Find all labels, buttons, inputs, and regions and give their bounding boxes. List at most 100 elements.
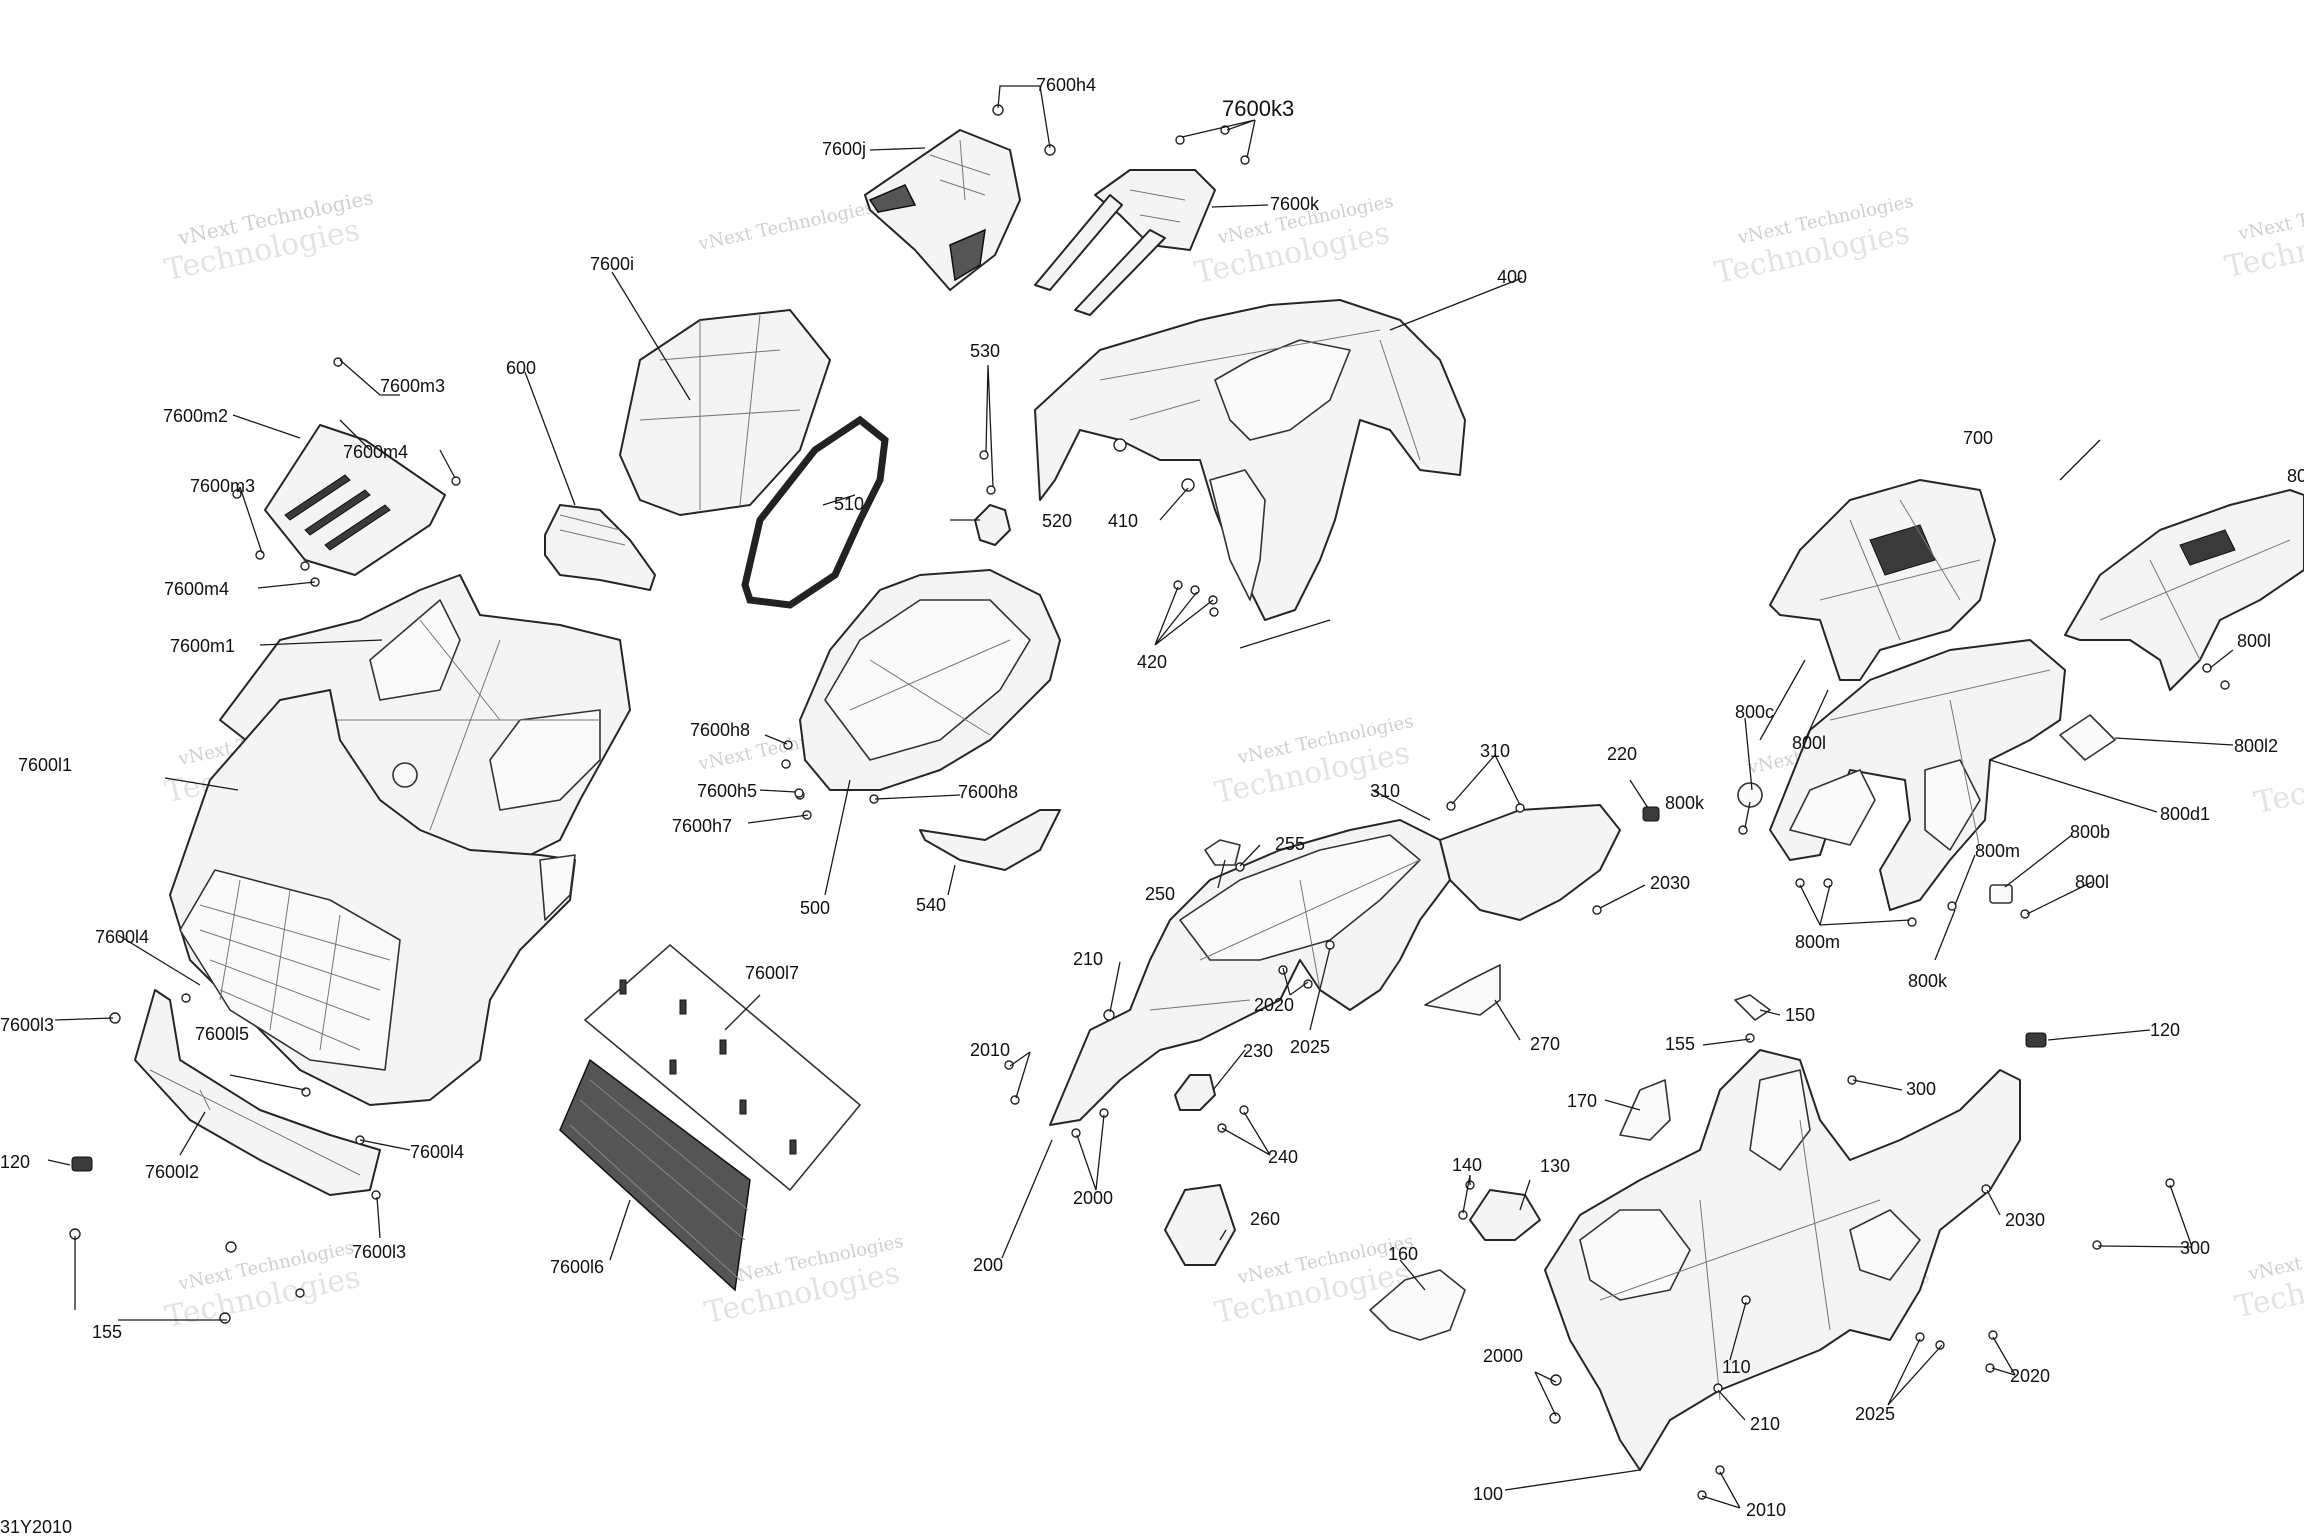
callout-540: 540 — [916, 895, 946, 915]
callout-200: 200 — [973, 1255, 1003, 1275]
part-7600l6-radiator-mesh — [559, 1058, 751, 1292]
callout-530: 530 — [970, 341, 1000, 361]
part-800c-bracket — [1737, 782, 1763, 808]
callout-310-top: 310 — [1480, 741, 1510, 761]
callout-7600h8-top: 7600h8 — [690, 720, 750, 740]
callout-255: 255 — [1275, 834, 1305, 854]
part-230-bracket — [1174, 1074, 1216, 1111]
svg-text:vNext Technologies: vNext Technologies — [2246, 1227, 2304, 1285]
part-7600m1-front-cover — [219, 574, 631, 871]
callout-140: 140 — [1452, 1155, 1482, 1175]
part-100-lower-body — [1544, 1049, 2021, 1471]
callout-270: 270 — [1530, 1034, 1560, 1054]
part-7600j-vent-cover — [864, 129, 1021, 291]
callout-800m-bottom: 800m — [1795, 932, 1840, 952]
callout-7600l2: 7600l2 — [145, 1162, 199, 1182]
callout-160: 160 — [1388, 1244, 1418, 1264]
callout-800k-top: 800k — [1665, 793, 1705, 813]
callout-7600k: 7600k — [1270, 194, 1320, 214]
callout-410: 410 — [1108, 511, 1138, 531]
callout-7600l6: 7600l6 — [550, 1257, 604, 1277]
part-160-panel — [1369, 1269, 1466, 1341]
callout-2025-mid: 2025 — [1290, 1037, 1330, 1057]
callout-800l2: 800l2 — [2234, 736, 2278, 756]
callout-400: 400 — [1497, 267, 1527, 287]
callout-7600m1: 7600m1 — [170, 636, 235, 656]
callout-7600l4-top: 7600l4 — [95, 927, 149, 947]
svg-text:vNext Technologies: vNext Technologies — [696, 197, 876, 255]
callout-7600h8-bottom: 7600h8 — [958, 782, 1018, 802]
callout-2030-top: 2030 — [1650, 873, 1690, 893]
part-400-front-fender — [1034, 299, 1466, 621]
callout-7600m3-top: 7600m3 — [380, 376, 445, 396]
part-7600l2-skid-plate — [134, 989, 381, 1196]
part-540-strip — [919, 809, 1061, 871]
callout-7600l3-left: 7600l3 — [0, 1015, 54, 1035]
callout-800l-top: 800l — [2237, 631, 2271, 651]
callout-220: 220 — [1607, 744, 1637, 764]
callout-700: 700 — [1963, 428, 1993, 448]
callout-7600h5: 7600h5 — [697, 781, 757, 801]
callout-420: 420 — [1137, 652, 1167, 672]
callout-2025-bottom: 2025 — [1855, 1404, 1895, 1424]
callout-155-mid: 155 — [1665, 1034, 1695, 1054]
callout-2000-bottom: 2000 — [1483, 1346, 1523, 1366]
callout-800l-bottom: 800l — [2075, 872, 2109, 892]
part-510-seal — [741, 415, 889, 609]
callout-7600j: 7600j — [822, 139, 866, 159]
callout-800c: 800c — [1735, 702, 1774, 722]
callout-800l-mid: 800l — [1792, 733, 1826, 753]
callout-520: 520 — [1042, 511, 1072, 531]
part-260-panel — [1164, 1184, 1236, 1266]
diagram-code: 31Y2010 — [0, 1517, 72, 1536]
part-520-latch — [974, 504, 1011, 546]
callout-210-top: 210 — [1073, 949, 1103, 969]
callout-7600l1: 7600l1 — [18, 755, 72, 775]
callout-510: 510 — [834, 494, 864, 514]
callout-7600m4-top: 7600m4 — [343, 442, 408, 462]
part-700-seat — [1769, 479, 1996, 681]
callout-800d1: 800d1 — [2160, 804, 2210, 824]
watermark: vNext Technologies — [696, 197, 876, 255]
callout-210-bottom: 210 — [1750, 1414, 1780, 1434]
callout-500: 500 — [800, 898, 830, 918]
part-7600l1-front-fascia — [169, 689, 576, 1106]
watermark: vNext Technologies Technologies — [2222, 187, 2304, 285]
part-800d1-rear-fender — [1769, 639, 2066, 911]
part-150-tab — [1734, 994, 1771, 1021]
callout-310-side: 310 — [1370, 781, 1400, 801]
callout-7600h7: 7600h7 — [672, 816, 732, 836]
callout-7600l4-bottom: 7600l4 — [410, 1142, 464, 1162]
callout-7600l3-bottom: 7600l3 — [352, 1242, 406, 1262]
watermark: vNext Technologies Technologies — [2232, 1227, 2304, 1325]
callout-800m-top: 800m — [1975, 841, 2020, 861]
callout-7600l7: 7600l7 — [745, 963, 799, 983]
part-800b-clip — [1989, 884, 2013, 904]
callout-2020-bottom: 2020 — [2010, 1366, 2050, 1386]
callout-110: 110 — [1722, 1357, 1751, 1377]
callout-7600i: 7600i — [590, 254, 634, 274]
callout-300-top: 300 — [1906, 1079, 1936, 1099]
callout-7600l5: 7600l5 — [195, 1024, 249, 1044]
part-7600i-windshield — [619, 309, 831, 516]
callout-2020-mid: 2020 — [1254, 995, 1294, 1015]
callout-800b: 800b — [2070, 822, 2110, 842]
callout-labels: 7600h4 7600k3 7600j 7600k 7600i 400 530 … — [0, 75, 2304, 1520]
callout-150: 150 — [1785, 1005, 1815, 1025]
leader-lines — [47, 85, 2234, 1509]
callout-7600k3: 7600k3 — [1222, 96, 1294, 121]
callout-2030-bottom: 2030 — [2005, 1210, 2045, 1230]
part-130-bracket — [1469, 1189, 1541, 1241]
callout-2000-mid: 2000 — [1073, 1188, 1113, 1208]
watermark: vNext Technologies Technologies — [161, 185, 375, 288]
part-7600l7-kit-box — [583, 943, 862, 1192]
callout-600: 600 — [506, 358, 536, 378]
callout-2010-bottom: 2010 — [1746, 1500, 1786, 1520]
callout-120-left: 120 — [0, 1152, 30, 1172]
callout-240: 240 — [1268, 1147, 1298, 1167]
part-7600k-rack-handle — [1034, 169, 1216, 316]
callout-120-right: 120 — [2150, 1020, 2180, 1040]
part-500-storage-tray — [799, 569, 1061, 791]
part-800l2-label — [2059, 714, 2116, 761]
